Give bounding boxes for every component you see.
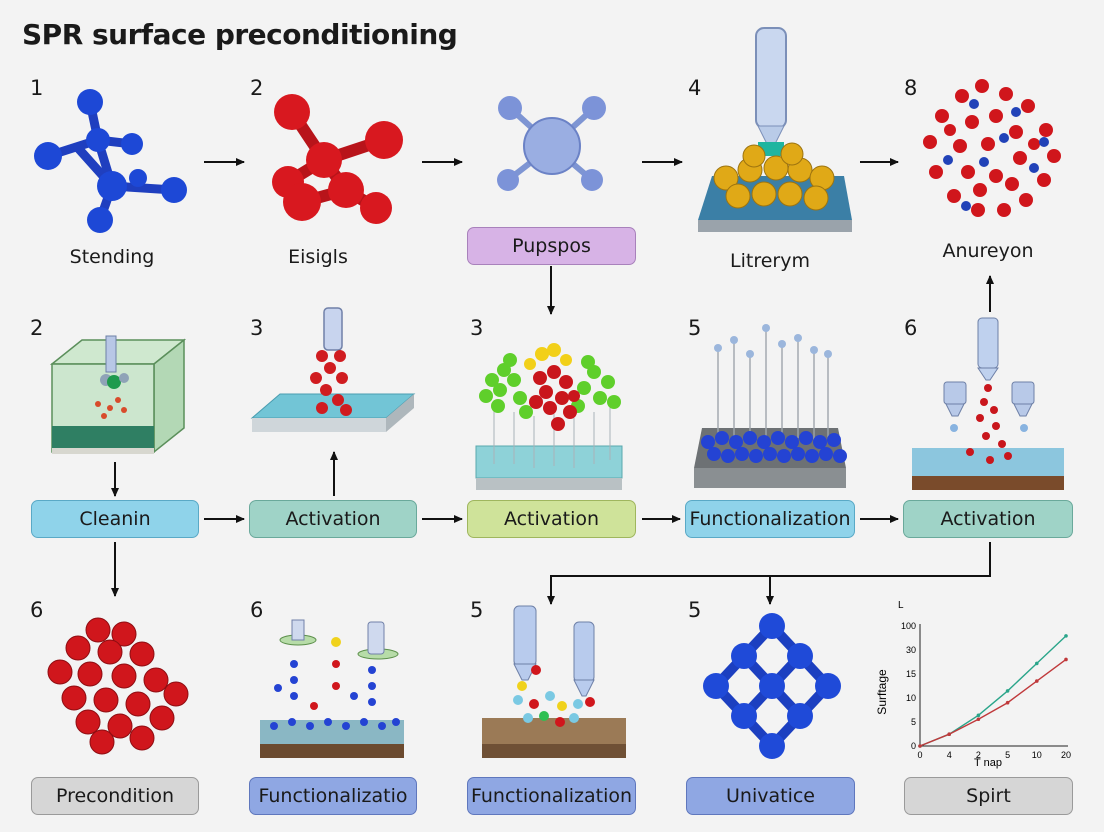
blue-lattice-illustration xyxy=(703,613,841,759)
glass-tank-illustration xyxy=(49,335,187,454)
chart-x-label: T nap xyxy=(974,757,1002,769)
surface-line-chart: L Surftage T nap 0 4 2 5 10 20 0 5 10 15 30 100 xyxy=(875,600,1071,769)
chart-x-tick-label: 10 xyxy=(1032,750,1042,760)
blue-molecule-illustration xyxy=(34,89,187,233)
step-box-functionalization-2: Functionalizatio xyxy=(249,777,417,815)
step-caption: Litrerym xyxy=(730,250,810,272)
step-number: 3 xyxy=(470,316,484,340)
chart-series-line xyxy=(919,635,1067,747)
step-box-univatice: Univatice xyxy=(686,777,855,815)
step-number: 5 xyxy=(470,598,484,622)
step-box-activation-2: Activation xyxy=(467,500,636,538)
step-number: 2 xyxy=(30,316,44,340)
chart-data-point xyxy=(1064,657,1068,662)
chart-data-point xyxy=(918,744,922,748)
step-number: 2 xyxy=(250,76,264,100)
chart-data-point xyxy=(1035,679,1039,683)
functionalized-surface-illustration xyxy=(694,324,847,488)
chart-series-line xyxy=(919,658,1067,747)
step-number: 3 xyxy=(250,316,264,340)
step-number: 1 xyxy=(30,76,44,100)
chart-y-tick-label: 10 xyxy=(906,693,916,703)
chart-x-tick-label: 4 xyxy=(947,750,952,760)
chart-data-point xyxy=(976,717,981,722)
protein-cluster-surface-illustration xyxy=(475,343,623,490)
red-sphere-cluster-illustration xyxy=(47,617,189,755)
chart-data-point xyxy=(1035,661,1039,666)
red-molecule-illustration xyxy=(272,94,403,224)
chart-y-tick-label: 30 xyxy=(906,645,916,655)
chart-data-point xyxy=(1005,700,1010,705)
chart-data-point xyxy=(1005,689,1010,693)
chart-x-tick-label: 2 xyxy=(976,750,981,760)
step-caption: Anureyon xyxy=(942,240,1034,262)
step-box-spirt: Spirt xyxy=(904,777,1073,815)
step-box-functionalization: Functionalization xyxy=(685,500,855,538)
step-number: 5 xyxy=(688,598,702,622)
red-blue-cluster-illustration xyxy=(923,79,1061,217)
chart-top-label: L xyxy=(898,600,904,611)
chart-data-point xyxy=(976,713,981,718)
chart-y-label: Surftage xyxy=(875,669,889,715)
step-box-cleaning: Cleanin xyxy=(31,500,199,538)
chart-y-tick-label: 100 xyxy=(901,621,916,631)
step-number: 4 xyxy=(688,76,702,100)
chart-x-tick-label: 0 xyxy=(917,750,922,760)
sphere-molecule-illustration xyxy=(497,96,606,191)
step-number: 6 xyxy=(250,598,264,622)
pipette-gold-surface-illustration xyxy=(698,27,852,232)
step-box-functionalization-3: Functionalization xyxy=(467,777,636,815)
step-caption: Stending xyxy=(69,246,155,268)
step-number: 8 xyxy=(904,76,918,100)
page-title: SPR surface preconditioning xyxy=(22,18,458,51)
step-number: 6 xyxy=(30,598,44,622)
step-box-activation-1: Activation xyxy=(249,500,417,538)
step-caption: Eisigls xyxy=(288,246,348,268)
chart-data-point xyxy=(1064,634,1068,638)
chart-y-tick-label: 5 xyxy=(911,717,916,727)
triple-pipette-illustration xyxy=(912,317,1064,490)
chart-data-point xyxy=(947,732,951,736)
chart-y-tick-label: 0 xyxy=(911,741,916,751)
chart-x-tick-label: 20 xyxy=(1061,750,1071,760)
pipette-beads-illustration xyxy=(482,605,626,758)
chart-x-tick-label: 5 xyxy=(1005,750,1010,760)
step-number: 6 xyxy=(904,316,918,340)
step-box-pupspos: Pupspos xyxy=(467,227,636,265)
step-number: 5 xyxy=(688,316,702,340)
pipette-drops-illustration xyxy=(250,307,416,432)
step-box-activation-3: Activation xyxy=(903,500,1073,538)
particle-deposition-illustration xyxy=(260,619,404,758)
step-box-precondition: Precondition xyxy=(31,777,199,815)
chart-y-tick-label: 15 xyxy=(906,669,916,679)
